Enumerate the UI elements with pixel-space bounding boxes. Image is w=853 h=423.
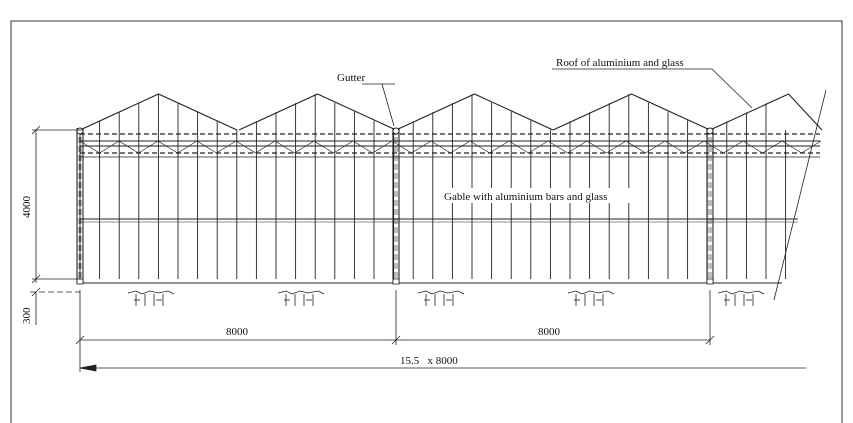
roof-label: Roof of aluminium and glass	[556, 57, 684, 69]
truss-diagonal	[801, 140, 822, 154]
truss-diagonal	[430, 140, 451, 154]
truss-diagonal	[274, 140, 295, 154]
ground-hatch	[717, 290, 765, 295]
truss-band	[79, 133, 822, 158]
truss-diagonal	[99, 140, 120, 154]
roof-ridge	[395, 93, 554, 131]
truss-diagonal	[157, 140, 178, 154]
cut-edge	[773, 89, 827, 301]
truss-diagonal	[450, 140, 471, 154]
gable-bars	[79, 94, 787, 279]
truss-diagonal	[528, 140, 549, 154]
sheet-border	[10, 20, 843, 423]
roof-ridge	[709, 93, 823, 131]
column-base	[706, 278, 714, 285]
gable-label-bg	[442, 188, 638, 203]
truss-diagonal	[606, 140, 627, 154]
span-dimension-1: 8000	[226, 326, 249, 338]
gutter-leader-arrow	[381, 83, 395, 127]
truss-diagonal	[781, 140, 802, 154]
dimension-lines	[31, 125, 806, 372]
truss-diagonal	[255, 140, 276, 154]
height-dimension: 4000	[21, 196, 33, 219]
gutter-section	[76, 127, 84, 135]
truss-diagonal	[235, 140, 256, 154]
truss-diagonal	[742, 140, 763, 154]
truss-diagonal	[196, 140, 217, 154]
truss-diagonal	[333, 140, 354, 154]
truss-diagonal	[489, 140, 510, 154]
truss-diagonal	[469, 140, 490, 154]
truss-diagonal	[294, 140, 315, 154]
gutter-section	[706, 127, 714, 135]
gutter-columns	[76, 127, 714, 285]
roof-ridge	[238, 93, 397, 131]
total-dimension: 15.5 x 8000	[400, 355, 458, 367]
ground-hatch	[417, 290, 465, 295]
gutter-label: Gutter	[337, 72, 365, 84]
ground-hatch	[127, 290, 175, 295]
ground-hatch	[277, 290, 325, 295]
truss-diagonal	[352, 140, 373, 154]
roof-ridge	[552, 93, 711, 131]
foundations	[127, 290, 765, 306]
foundation-dimension: 300	[21, 307, 33, 324]
column-base	[392, 278, 400, 285]
gable-label: Gable with aluminium bars and glass	[444, 191, 607, 203]
truss-diagonal	[508, 140, 529, 154]
column-base	[76, 278, 84, 285]
ground-hatch	[567, 290, 615, 295]
roof-leader-arrow	[711, 68, 753, 109]
gutter-section	[392, 127, 400, 135]
truss-diagonal	[411, 140, 432, 154]
truss-diagonal	[586, 140, 607, 154]
roof-ridges	[79, 93, 823, 131]
truss-diagonal	[547, 140, 568, 154]
truss-diagonal	[762, 140, 783, 154]
truss-diagonal	[216, 140, 237, 154]
truss-diagonal	[177, 140, 198, 154]
truss-diagonal	[372, 140, 393, 154]
span-dimension-2: 8000	[538, 326, 561, 338]
truss-diagonal	[118, 140, 139, 154]
truss-diagonal	[313, 140, 334, 154]
truss-diagonal	[138, 140, 159, 154]
truss-diagonal	[567, 140, 588, 154]
